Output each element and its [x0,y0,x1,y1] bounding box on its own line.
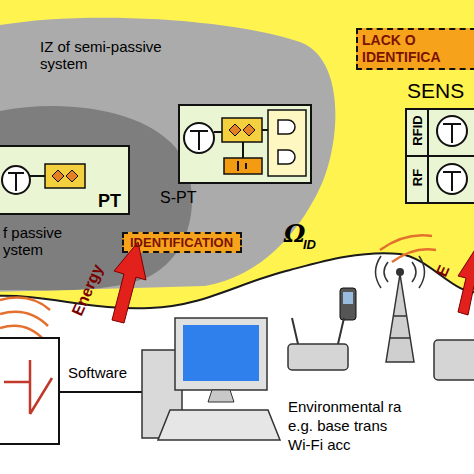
antenna-symbol [443,172,461,191]
keyboard [158,410,280,440]
node-label: LACK O IDENTIFICA [362,32,472,66]
node-label: RF [411,155,426,199]
divider [427,110,429,202]
identification-zone: ΩID IZ of semi-passive system f passive ys… [0,0,474,330]
base-station-tip [396,268,404,276]
battery-symbol [238,161,246,171]
node-label: RFID [411,108,426,152]
antenna-symbol [437,164,467,194]
identification-zone-shape [0,0,474,308]
router-antenna [292,318,344,344]
logic-panel [268,110,306,176]
battery-symbol [224,158,262,174]
chip-symbol [52,170,78,182]
identification-badge: IDENTIFICATION [122,232,242,253]
phone-screen [343,292,353,304]
antenna-symbol [437,116,467,146]
rf-module: RF [407,157,474,204]
radio-wave [376,256,425,288]
antenna-symbol [2,166,30,194]
node-label: PT [98,191,121,212]
energy-arrow [458,248,474,315]
router [288,344,348,370]
node-label: ID [303,238,316,253]
software-link [59,391,142,393]
reader-box [0,338,59,444]
node-label: SENS [407,79,464,103]
monitor-screen [183,325,259,381]
access-point [434,340,474,380]
rfid-module: RFID [407,110,474,157]
phone [340,288,356,320]
sensor-tag: SENSRFIDRF [405,108,474,204]
semi-passive-zone: IZ of semi-passive system f passive ystem… [0,0,350,300]
environment-label: Wi-Fi acc [288,436,351,453]
antenna-symbol [443,124,461,143]
chip-symbol [222,118,262,142]
software-label: Software [68,364,127,381]
logic-gate [278,120,295,164]
semi-passive-zone-shape [0,18,335,292]
semi-passive-tag: S-PT [178,104,312,184]
computer-tower [142,350,182,438]
antenna-symbol [8,173,24,191]
node-label: S-PT [160,189,196,207]
node-label: Ω [284,220,305,248]
antenna-symbol [184,123,214,153]
chip-symbol [45,164,85,188]
node-label: IZ of semi-passive system [40,38,190,73]
wire [30,175,45,177]
environment-label: Environmental ra [288,398,401,415]
antenna-symbol [190,131,208,150]
node-label: IDENTIFICATION [130,235,234,250]
chip-symbol [229,124,255,136]
reader-symbol [4,360,52,414]
passive-tag: PT [0,145,130,215]
energy-arrow [112,242,146,323]
monitor-stand [208,390,234,402]
energy-wave [0,235,436,340]
environment-label: e.g. base trans [288,417,387,434]
node-label: f passive ystem [3,224,75,259]
wire [214,130,268,158]
lack-of-identification-badge: LACK O IDENTIFICA [356,28,474,70]
monitor [175,318,267,390]
base-station-tower [386,274,414,362]
